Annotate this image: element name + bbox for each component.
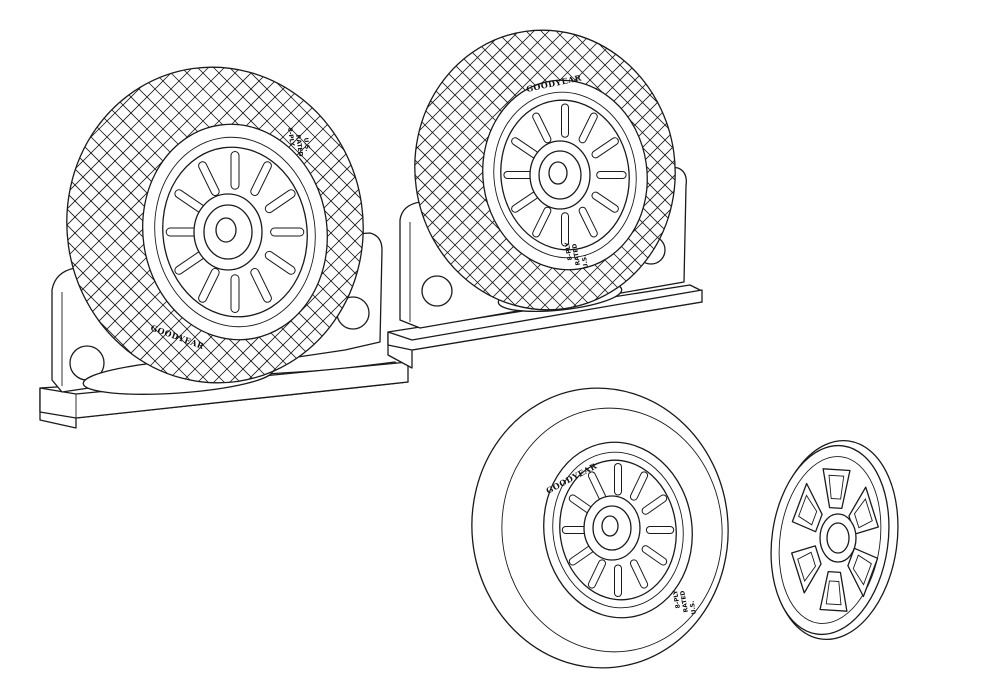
wheel-1-marking-2: RATED [294,134,304,157]
hub-cover [770,439,899,641]
wheel-2-marking-1: 8-PLY [564,241,574,261]
hub-cover-center [826,522,850,554]
wheel-3: GOODYEAR 8-PLY RATED U.S. [471,387,729,669]
wheel-2: GOODYEAR 8-PLY RATED U.S. [396,19,694,321]
wheel-1-axle-hole [215,217,237,243]
wheel-2-marking-2: RATED [571,243,582,266]
wheel-2-axle-hole [548,161,568,185]
wheel-3-axle-hole [601,515,619,537]
wheel-3-marking-3: U.S. [689,600,698,615]
wheel-2-marking-3: U.S. [581,254,590,269]
wheel-3-marking-1: 8-PLY [672,589,682,609]
wheel-1-marking-1: 8-PLY [286,127,296,147]
wheel-3-marking-2: RATED [679,590,690,613]
wheel-1-marking-3: U.S. [302,137,311,152]
stand-middle-hole-left [421,275,453,307]
